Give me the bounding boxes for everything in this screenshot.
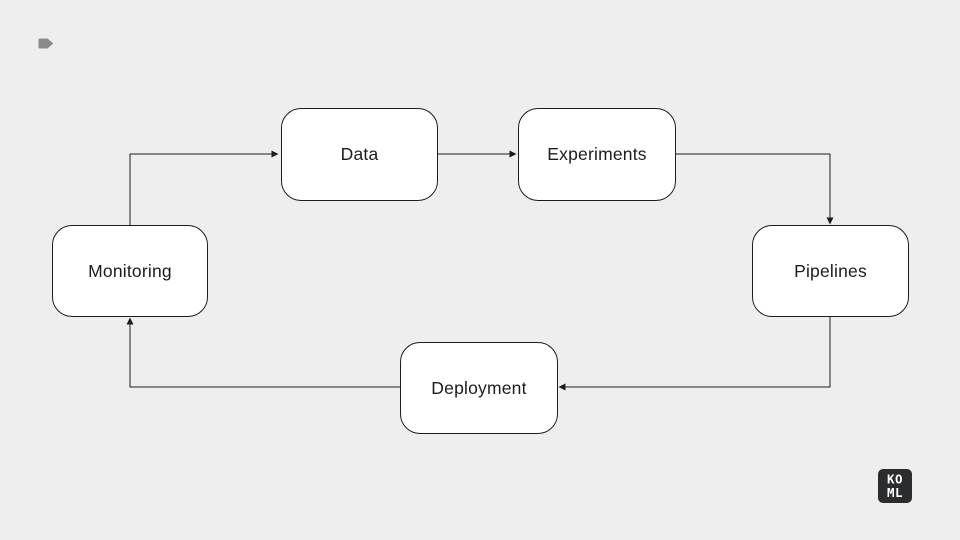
logo-text-row2: ML: [887, 485, 903, 500]
node-deployment[interactable]: Deployment: [400, 342, 558, 434]
node-data-label: Data: [340, 144, 379, 164]
koml-logo: KO ML: [878, 469, 912, 503]
edge-experiments-to-pipelines[interactable]: [676, 153, 834, 225]
tag-icon-shape: [38, 38, 54, 49]
node-monitoring-label: Monitoring: [88, 260, 172, 281]
node-experiments-label: Experiments: [547, 144, 647, 164]
node-deployment-label: Deployment: [431, 377, 527, 398]
node-monitoring[interactable]: Monitoring: [52, 225, 208, 317]
edge-monitoring-to-data[interactable]: [129, 150, 279, 225]
node-experiments[interactable]: Experiments: [518, 108, 676, 201]
node-data[interactable]: Data: [281, 108, 438, 201]
logo-text-row1: KO: [887, 472, 903, 487]
edge-deployment-to-monitoring[interactable]: [126, 317, 400, 388]
node-pipelines-label: Pipelines: [794, 260, 867, 281]
logo-background: [878, 469, 912, 503]
node-pipelines[interactable]: Pipelines: [752, 225, 909, 317]
edge-pipelines-to-deployment[interactable]: [558, 317, 831, 391]
tag-icon[interactable]: [38, 38, 54, 49]
